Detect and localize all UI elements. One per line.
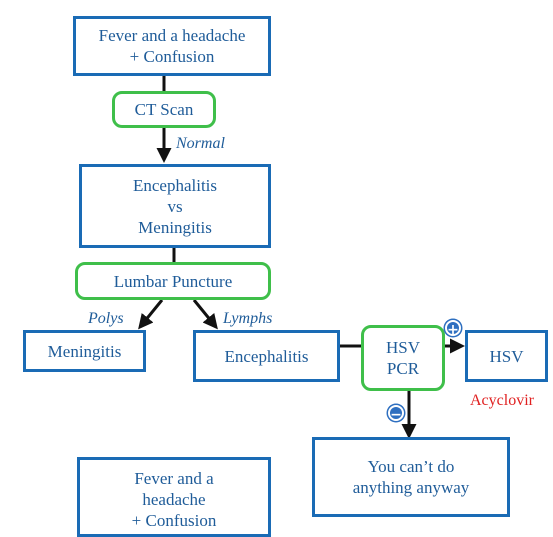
positive-icon: + [445, 320, 461, 338]
node-hsv-pcr: HSV PCR [361, 325, 445, 391]
node-meningitis: Meningitis [23, 330, 146, 372]
label-lymphs: Lymphs [223, 310, 273, 327]
node-ct-scan: CT Scan [112, 91, 216, 128]
connector-layer [138, 76, 465, 439]
node-encephalitis: Encephalitis [193, 330, 340, 382]
node-cant-do: You can’t do anything anyway [312, 437, 510, 517]
node-fever-top: Fever and a headache + Confusion [73, 16, 271, 76]
note-acyclovir: Acyclovir [470, 392, 534, 409]
node-lumbar-puncture: Lumbar Puncture [75, 262, 271, 300]
label-normal: Normal [176, 135, 225, 152]
node-fever-bottom: Fever and a headache + Confusion [77, 457, 271, 537]
node-enceph-vs-meningitis: Encephalitis vs Meningitis [79, 164, 271, 248]
negative-icon: − [388, 405, 404, 423]
edge-lp-to-encephalitis [192, 299, 218, 330]
label-polys: Polys [88, 310, 124, 327]
node-hsv: HSV [465, 330, 548, 382]
edge-lp-to-meningitis [138, 299, 164, 330]
